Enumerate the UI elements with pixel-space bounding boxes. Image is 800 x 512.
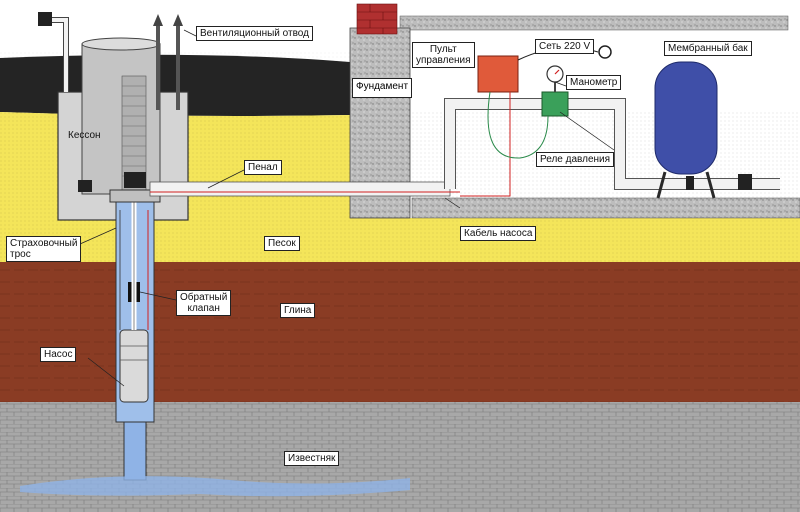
label-control-panel: Пульт управления — [412, 42, 475, 68]
ball-valve-left — [78, 180, 92, 192]
label-caisson: Кессон — [68, 130, 101, 141]
caisson-cylinder — [81, 43, 161, 195]
tank-outlet-valve — [738, 174, 752, 190]
label-pressure-relay: Реле давления — [536, 152, 615, 167]
house-floor-slab — [411, 197, 800, 219]
label-ventilation-outlet: Вентиляционный отвод — [196, 26, 313, 41]
house-top-slab — [399, 15, 789, 31]
label-check-valve: Обратный клапан — [176, 290, 232, 316]
control-panel-body — [477, 55, 519, 93]
pump-body — [119, 329, 149, 403]
sleeve-pipe — [149, 181, 451, 197]
aquifer-water — [20, 476, 410, 497]
tank-leg-right — [705, 171, 716, 199]
cable-green — [487, 91, 549, 159]
label-foundation-text: Фундамент — [355, 81, 409, 92]
label-pump: Насос — [40, 347, 77, 362]
label-foundation: Фундамент — [352, 78, 412, 98]
label-pump-cable: Кабель насоса — [460, 226, 537, 241]
label-limestone: Известняк — [284, 451, 340, 466]
label-sand: Песок — [264, 236, 300, 251]
top-valve — [38, 12, 52, 26]
wellhead-valve — [124, 172, 146, 188]
label-clay: Глина — [280, 303, 316, 318]
casing-lower — [123, 421, 147, 481]
ladder-rungs — [122, 85, 146, 177]
label-safety-rope: Страховочный трос — [6, 236, 82, 262]
chimney-bricks — [356, 3, 398, 35]
pressure-relay-body — [541, 91, 569, 117]
cable-red — [460, 92, 511, 197]
label-membrane-tank: Мембранный бак — [664, 41, 752, 56]
label-mains-220v: Сеть 220 V — [535, 39, 595, 54]
mains-plug — [598, 45, 612, 59]
tank-leg-left — [656, 171, 667, 199]
label-manometer: Манометр — [566, 75, 622, 90]
membrane-tank-body — [654, 61, 718, 175]
tank-inlet-valve — [686, 176, 694, 190]
label-sleeve: Пенал — [244, 160, 282, 175]
